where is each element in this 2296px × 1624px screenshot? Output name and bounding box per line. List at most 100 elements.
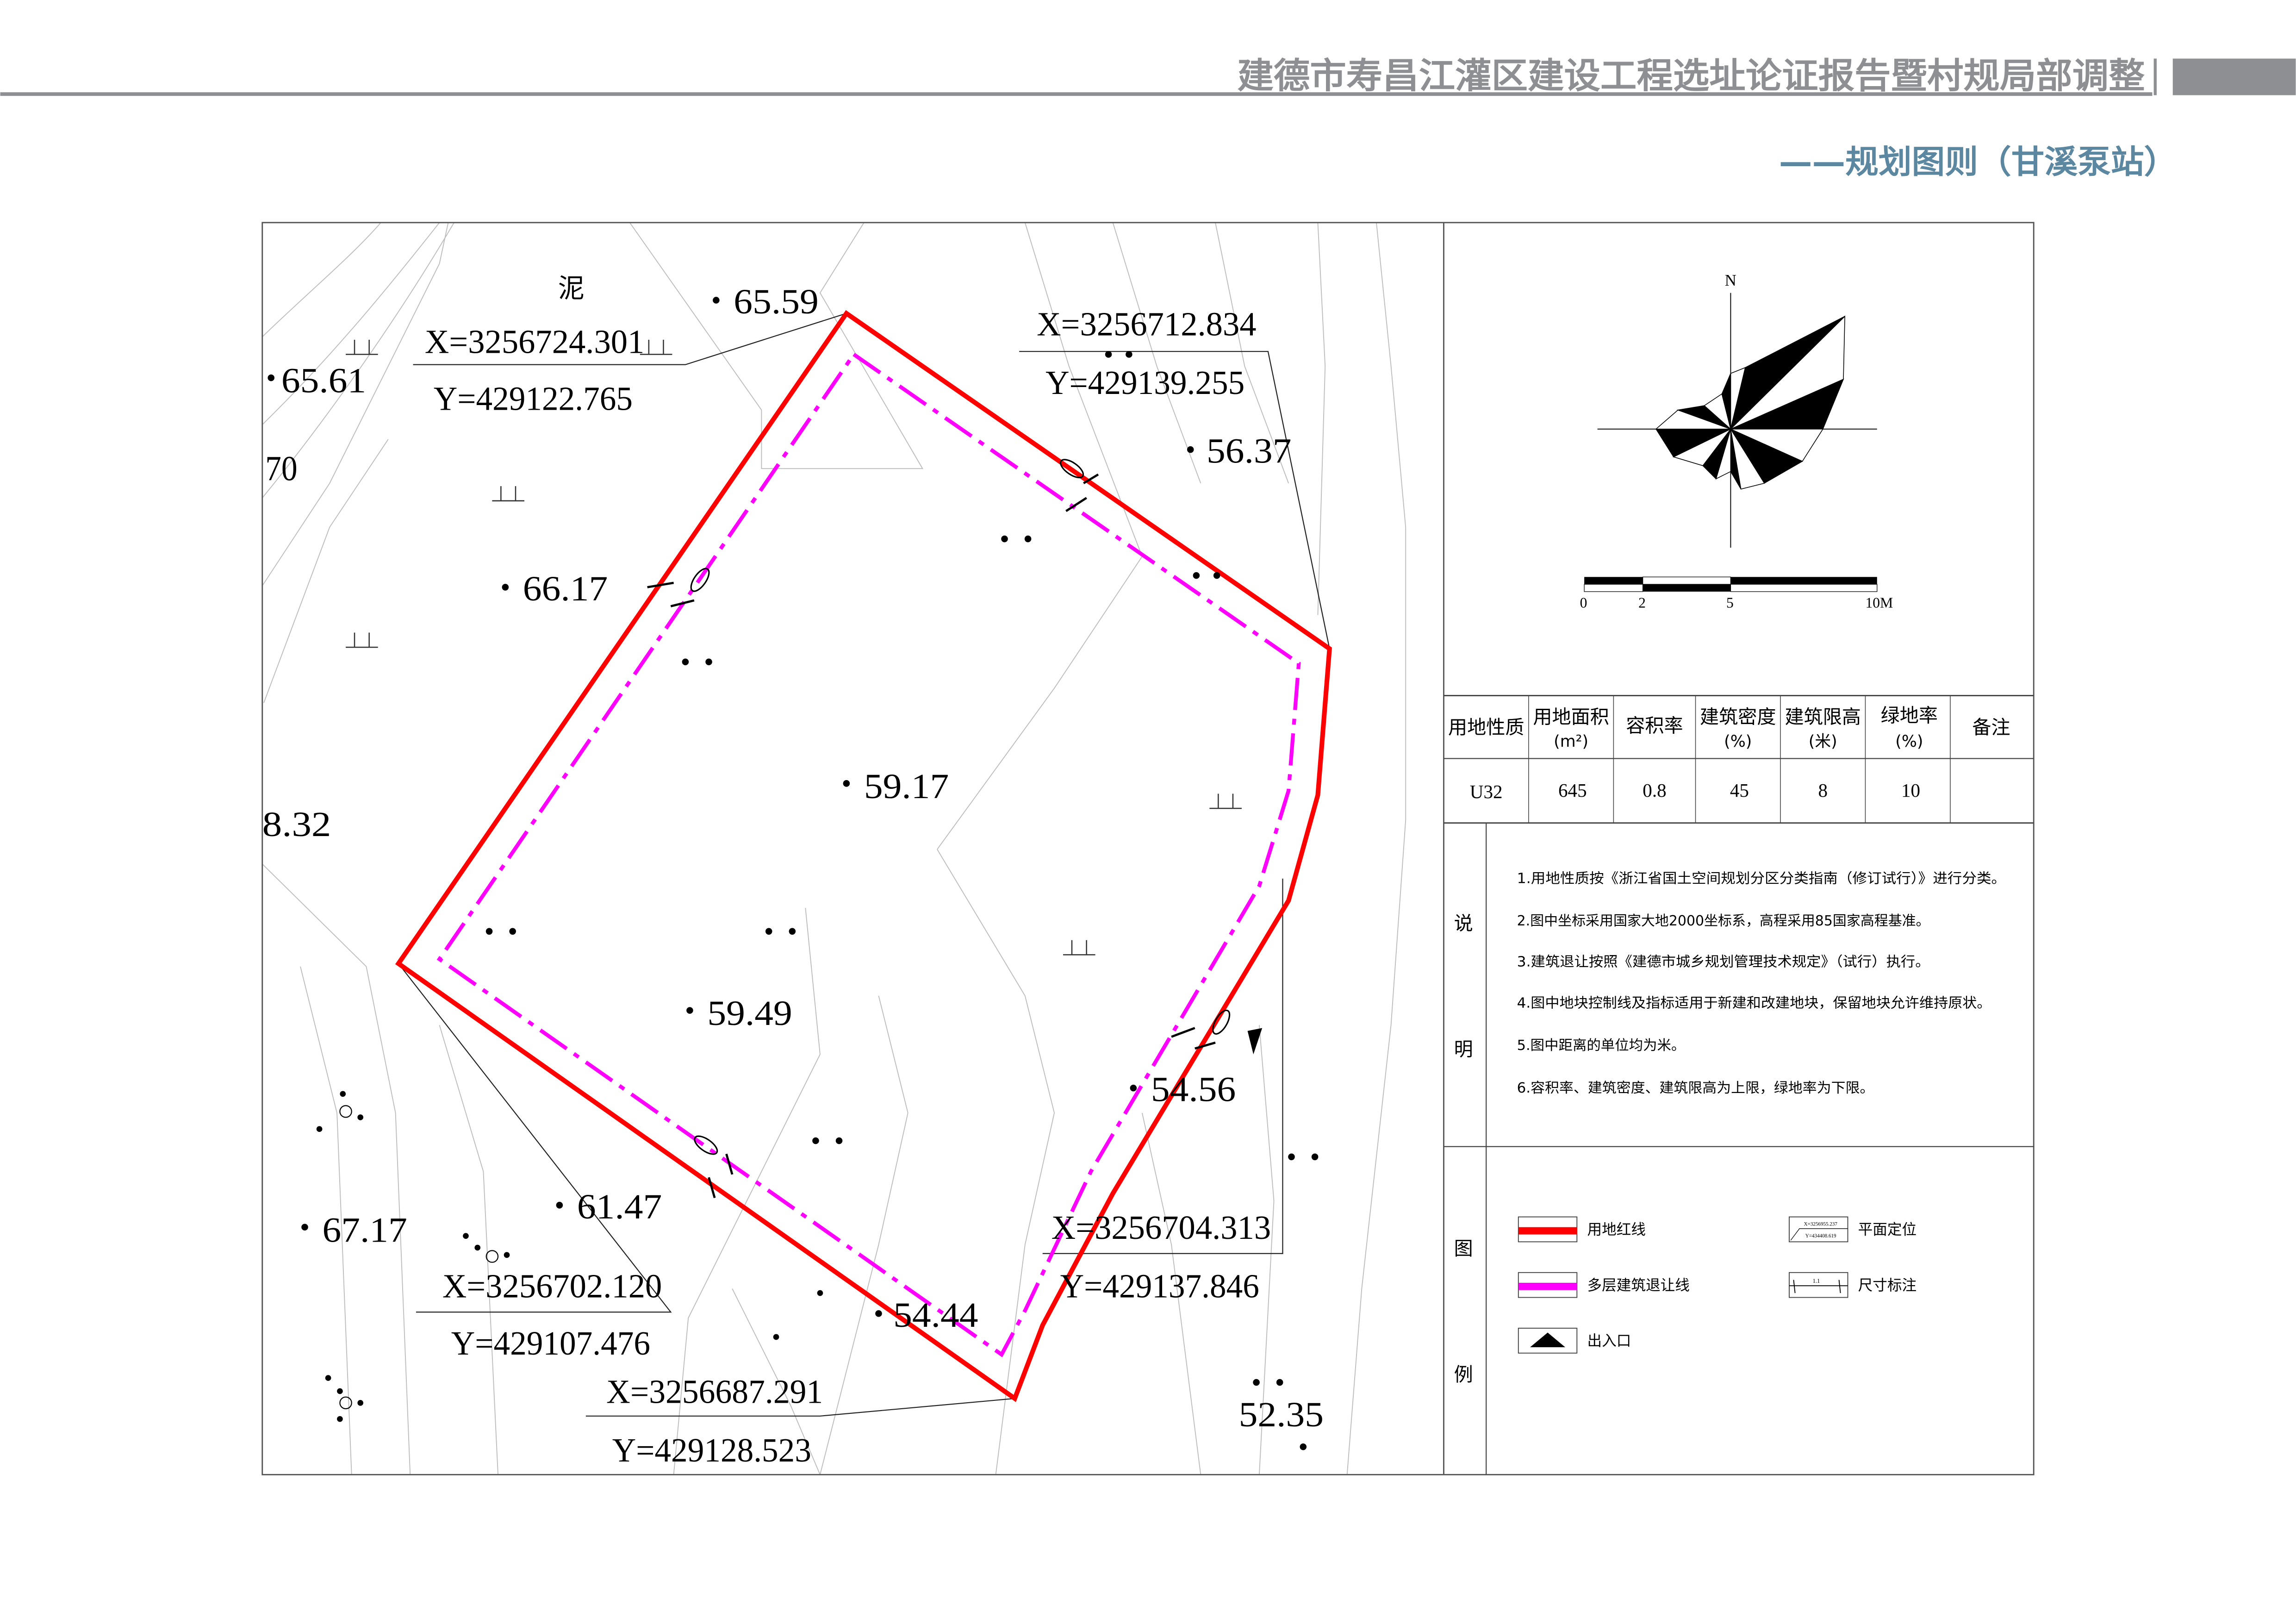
- table-cell: 8: [1818, 780, 1828, 801]
- elevation-label: 70: [265, 450, 298, 488]
- well-symbols: [339, 1105, 499, 1410]
- grass-icon: [1063, 940, 1095, 956]
- well-icon: [339, 1396, 352, 1410]
- scale-tick-label: 0: [1580, 595, 1587, 611]
- note-item: 5.图中距离的单位均为米。: [1517, 1037, 1686, 1054]
- elevation-label: 59.49: [707, 994, 792, 1033]
- coordinate-x: X=3256712.834: [1037, 305, 1256, 343]
- note-item: 1.用地性质按《浙江省国土空间规划分区分类指南（修订试行）》进行分类。: [1517, 870, 2006, 887]
- scale-tick-label: 2: [1638, 595, 1646, 611]
- compass-rose: N: [1597, 271, 1877, 548]
- elevation-label: 52.35: [1239, 1395, 1324, 1434]
- well-icon: [485, 1250, 499, 1263]
- table-cell: 10: [1901, 780, 1920, 801]
- well-icon: [339, 1105, 352, 1118]
- scale-tick-label: 5: [1726, 595, 1734, 611]
- indicator-table: 用地性质 用地面积 (m²) 容积率 建筑密度 (%) 建筑限高 (米) 绿地率…: [1444, 695, 2034, 824]
- grass-icon: [1209, 793, 1242, 809]
- elevation-label: 54.44: [893, 1296, 978, 1335]
- legend-sample-text: X=3256955.237: [1804, 1222, 1838, 1227]
- dimension-marker-icon: [1060, 459, 1099, 512]
- coordinate-leaders: [398, 312, 1330, 1417]
- coordinate-x: X=3256724.301: [425, 323, 644, 360]
- notes-section: 说 明 1.用地性质按《浙江省国土空间规划分区分类指南（修订试行）》进行分类。 …: [1444, 823, 2034, 1475]
- land-red-line: [395, 310, 1332, 1402]
- document-title: 建德市寿昌江灌区建设工程选址论证报告暨村规局部调整: [1237, 56, 2145, 96]
- table-header: 备注: [1972, 716, 2010, 738]
- table-header: 容积率: [1626, 715, 1683, 737]
- legend-text: 出入口: [1587, 1333, 1631, 1349]
- scale-tick-label: 10M: [1865, 595, 1893, 611]
- elevation-label: 59.17: [864, 767, 949, 806]
- table-cell: 645: [1558, 780, 1587, 801]
- coordinate-x: X=3256687.291: [606, 1373, 823, 1410]
- table-header-unit: (m²): [1554, 732, 1588, 751]
- building-setback-line: [436, 351, 1301, 1358]
- legend-text: 尺寸标注: [1858, 1277, 1917, 1294]
- north-label: N: [1725, 271, 1736, 289]
- coordinate-y: Y=429128.523: [612, 1431, 811, 1469]
- elevation-label: 56.37: [1207, 432, 1291, 471]
- legend-text: 用地红线: [1587, 1222, 1646, 1238]
- dimension-markers: [647, 459, 1231, 1199]
- coordinate-x: X=3256704.313: [1052, 1209, 1271, 1246]
- legend-sample-text: 1.1: [1813, 1278, 1820, 1284]
- note-item: 4.图中地块控制线及指标适用于新建和改建地块，保留地块允许维持原状。: [1517, 995, 1991, 1011]
- coordinate-y: Y=429107.476: [451, 1324, 650, 1362]
- dimension-marker-icon: [1171, 1009, 1231, 1050]
- dimension-marker-icon: [647, 568, 710, 607]
- elevation-label: 8.32: [262, 805, 331, 844]
- coordinate-x: X=3256702.120: [442, 1268, 662, 1305]
- legend-text: 多层建筑退让线: [1587, 1277, 1689, 1294]
- site-map: 65.59 65.61 70 66.17 56.37 59.17 8.32 59…: [261, 222, 2035, 1475]
- table-header: 用地面积: [1533, 706, 1609, 728]
- table-cell: 0.8: [1643, 780, 1666, 801]
- table-header: 用地性质: [1448, 716, 1524, 738]
- grass-icon: [492, 486, 524, 502]
- table-header-unit: (%): [1895, 732, 1923, 751]
- note-item: 2.图中坐标采用国家大地2000坐标系，高程采用85国家高程基准。: [1517, 913, 1930, 929]
- grass-icon: [640, 339, 672, 355]
- table-cell: 45: [1730, 780, 1749, 801]
- sheet-subtitle: ——规划图则（甘溪泵站）: [1779, 143, 2177, 181]
- table-header-unit: (米): [1809, 732, 1837, 751]
- legend-label: 图: [1454, 1237, 1473, 1260]
- elevation-label: 54.56: [1151, 1070, 1236, 1109]
- note-item: 6.容积率、建筑密度、建筑限高为上限，绿地率为下限。: [1517, 1080, 1874, 1096]
- grass-icon: [346, 339, 378, 355]
- legend-positioning: X=3256955.237 Y=434408.619 平面定位: [1789, 1216, 1917, 1243]
- place-label: 泥: [558, 273, 585, 304]
- coordinate-y: Y=429139.255: [1045, 364, 1244, 401]
- coordinate-y: Y=429137.846: [1060, 1268, 1259, 1305]
- table-cell: U32: [1470, 781, 1503, 802]
- entrance-triangle-icon: [1530, 1332, 1566, 1348]
- elevation-label: 66.17: [523, 569, 608, 608]
- table-header: 绿地率: [1881, 704, 1938, 726]
- legend-dimension: 1.1 尺寸标注: [1789, 1272, 1917, 1298]
- table-header: 建筑限高: [1785, 706, 1860, 728]
- entrance-arrow-icon: [1247, 1028, 1263, 1055]
- legend-entrance: 出入口: [1518, 1328, 1631, 1354]
- survey-points: [316, 351, 1319, 1450]
- grassland-symbols: [346, 339, 1242, 956]
- notes-label: 明: [1454, 1038, 1473, 1061]
- legend-text: 平面定位: [1858, 1222, 1917, 1238]
- table-header: 建筑密度: [1700, 706, 1776, 728]
- elevation-label: 65.59: [734, 282, 818, 321]
- coordinate-labels: X=3256724.301 Y=429122.765 X=3256712.834…: [425, 305, 1271, 1469]
- elevation-label: 67.17: [322, 1211, 407, 1249]
- scale-bar: 0 2 5 10M: [1580, 576, 1893, 611]
- dimension-marker-icon: [694, 1135, 734, 1199]
- legend-setback-line: 多层建筑退让线: [1518, 1272, 1690, 1298]
- header-block: [2172, 58, 2296, 95]
- notes-label: 说: [1454, 912, 1473, 935]
- note-item: 3.建筑退让按照《建德市城乡规划管理技术规定》（试行）执行。: [1517, 954, 1930, 970]
- elevation-label: 65.61: [281, 362, 366, 400]
- grass-icon: [346, 632, 378, 648]
- legend-sample-text: Y=434408.619: [1805, 1233, 1836, 1239]
- header-rule: [0, 92, 2153, 96]
- page-header: 建德市寿昌江灌区建设工程选址论证报告暨村规局部调整 ——规划图则（甘溪泵站）: [0, 56, 2296, 181]
- legend-label: 例: [1454, 1363, 1473, 1386]
- legend-red-line: 用地红线: [1518, 1216, 1646, 1243]
